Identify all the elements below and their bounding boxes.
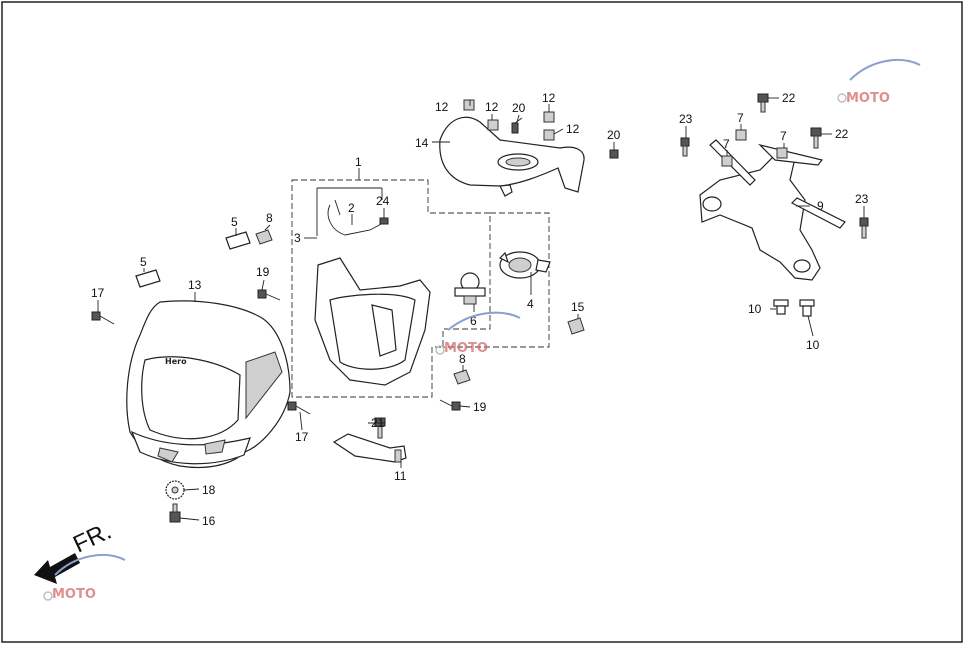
callout-2: 2: [348, 201, 355, 215]
callout-12b: 12: [485, 100, 499, 114]
assembly-outline-socket: [443, 212, 550, 348]
watermark-logo-top: MOTO: [837, 59, 921, 106]
callout-15: 15: [571, 300, 585, 314]
callout-12a: 12: [435, 100, 449, 114]
bracket-part-3: [316, 187, 383, 236]
nut-12-d: [543, 129, 555, 141]
bolt-16: [169, 503, 181, 523]
callout-18: 18: [202, 483, 216, 497]
mounting-bracket: [699, 139, 846, 281]
bulb-socket: [498, 251, 551, 279]
front-direction-arrow: FR.: [34, 518, 116, 584]
headlight-cowl: Hero: [126, 300, 291, 469]
assembly-outline-headlight: [291, 179, 491, 398]
screw-19-upper: [257, 289, 281, 301]
callout-8b: 8: [459, 352, 466, 366]
callout-23b: 23: [855, 192, 869, 206]
callout-17b: 17: [295, 430, 309, 444]
callout-7b: 7: [723, 137, 730, 151]
callout-labels: 1 2 3 4 5 5 6 7 7 7 8 8 9 10 10 11 12 12…: [91, 91, 869, 528]
callout-8a: 8: [266, 211, 273, 225]
bolt-23-upper: [680, 137, 690, 157]
callout-14: 14: [415, 136, 429, 150]
callout-23a: 23: [679, 112, 693, 126]
callout-16: 16: [202, 514, 216, 528]
callout-17a: 17: [91, 286, 105, 300]
cover-panel: [439, 116, 585, 197]
stay-bracket: [332, 433, 407, 463]
front-label: FR.: [69, 518, 115, 559]
callout-5a: 5: [231, 215, 238, 229]
callout-3: 3: [294, 231, 301, 245]
screw-19-lower: [439, 399, 461, 411]
callout-12c: 12: [542, 91, 556, 105]
watermark-text-top: MOTO: [846, 91, 890, 106]
callout-11: 11: [394, 469, 407, 483]
callout-20a: 20: [512, 101, 526, 115]
watermark-text-bottom: MOTO: [52, 587, 96, 602]
clip-nut-15: [567, 317, 585, 335]
rubber-pad-lower: [135, 269, 161, 288]
callout-6: 6: [470, 314, 477, 328]
nut-12-b: [487, 119, 499, 131]
screw-17-left: [91, 311, 115, 325]
clip-nut-lower: [453, 369, 471, 385]
callout-13: 13: [188, 278, 202, 292]
watermark-logo-center: MOTO: [435, 311, 521, 356]
washer-18: [165, 480, 185, 500]
nut-12-c: [543, 111, 555, 123]
callout-10b: 10: [806, 338, 820, 352]
nut-7-b: [721, 155, 733, 167]
callout-19b: 19: [473, 400, 487, 414]
grommet-10-left: [773, 299, 789, 315]
bolt-21: [374, 417, 386, 439]
callout-19a: 19: [256, 265, 270, 279]
callout-4: 4: [527, 297, 534, 311]
callout-5b: 5: [140, 255, 147, 269]
callout-21: 21: [371, 416, 385, 430]
callout-10a: 10: [748, 302, 762, 316]
callout-7c: 7: [780, 129, 787, 143]
screw-20-left: [511, 117, 523, 134]
clip-nut-upper: [255, 229, 273, 245]
callout-7a: 7: [737, 111, 744, 125]
headlight-bulb: [454, 272, 486, 305]
callout-20b: 20: [607, 128, 621, 142]
watermark-text-center: MOTO: [444, 341, 488, 356]
screw-17-right: [287, 401, 311, 415]
callout-9: 9: [817, 199, 824, 213]
callout-22b: 22: [835, 127, 849, 141]
nut-12-a: [463, 99, 475, 111]
nut-7-c: [776, 147, 788, 159]
headlight-housing: [314, 199, 431, 386]
callout-12d: 12: [566, 122, 580, 136]
cowl-brand-label: Hero: [165, 357, 187, 366]
rubber-pad-upper: [225, 231, 251, 250]
watermark-logo-bottom: MOTO: [43, 554, 126, 602]
leader-lines: [97, 97, 865, 521]
bolt-22-upper: [757, 93, 769, 113]
callout-1: 1: [355, 155, 362, 169]
nut-7-a: [735, 129, 747, 141]
bolt-23-lower: [859, 217, 869, 239]
bolt-22-lower: [810, 127, 822, 149]
screw-20-right: [609, 149, 619, 159]
callout-24: 24: [376, 194, 390, 208]
grommet-10-right: [799, 299, 815, 317]
callout-22a: 22: [782, 91, 796, 105]
